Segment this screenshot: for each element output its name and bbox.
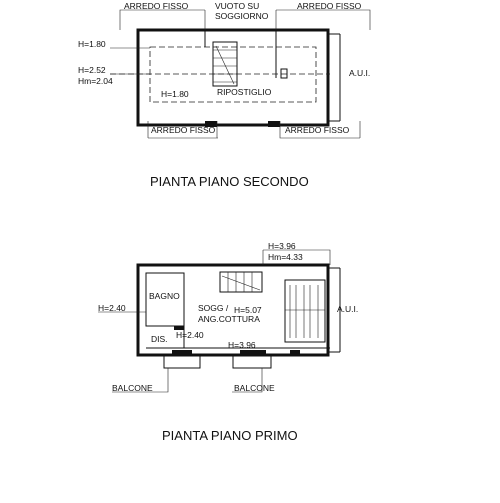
label-arredo-fisso-top-left: ARREDO FISSO (124, 1, 189, 11)
first-floor-opening-left (172, 350, 192, 356)
second-floor-partitions (204, 30, 277, 78)
first-floor-leader-lines (98, 249, 331, 393)
first-floor-opening-door (290, 350, 300, 356)
label-arredo-fisso-bottom-left: ARREDO FISSO (151, 125, 216, 135)
label-hm-4-33: Hm=4.33 (268, 252, 303, 262)
plan-first-floor: H=3.96 Hm=4.33 BAGNO H=2.40 SOGG / ANG.C… (98, 241, 358, 443)
label-soggiorno: SOGGIORNO (215, 11, 269, 21)
second-floor-fixture (280, 68, 288, 79)
first-floor-outer-wall (136, 263, 330, 357)
label-arredo-fisso-bottom-right: ARREDO FISSO (285, 125, 350, 135)
first-floor-right-panel (284, 279, 326, 343)
second-floor-outer-wall (136, 28, 330, 127)
second-floor-leader-lines (110, 9, 371, 139)
label-balcone-right: BALCONE (234, 383, 275, 393)
plan-second-floor: ARREDO FISSO VUOTO SU SOGGIORNO ARREDO F… (78, 1, 371, 189)
label-ripostiglio: RIPOSTIGLIO (217, 87, 272, 97)
second-floor-wall-marker-right (268, 121, 280, 127)
second-floor-neighbour-outline (328, 33, 341, 122)
label-h-2-52: H=2.52 (78, 65, 106, 75)
first-floor-main-partition (146, 273, 330, 349)
label-aui-first: A.U.I. (337, 304, 358, 314)
label-dis: DIS. (151, 334, 168, 344)
label-h-3-96-bottom: H=3.96 (228, 340, 256, 350)
label-h-1-80-top: H=1.80 (78, 39, 106, 49)
second-floor-stair-void (212, 41, 238, 87)
label-ang-cottura: ANG.COTTURA (198, 314, 260, 324)
label-aui-second: A.U.I. (349, 68, 370, 78)
first-floor-balcony-left (163, 355, 201, 369)
first-floor-stair (219, 271, 263, 293)
label-balcone-left: BALCONE (112, 383, 153, 393)
label-sogg: SOGG / (198, 303, 229, 313)
label-vuoto-su: VUOTO SU (215, 1, 259, 11)
first-floor-balcony-right (232, 355, 272, 369)
label-arredo-fisso-top-right: ARREDO FISSO (297, 1, 362, 11)
label-h-2-40-left: H=2.40 (98, 303, 126, 313)
label-bagno: BAGNO (149, 291, 180, 301)
second-floor-wall-marker-left (205, 121, 217, 127)
first-floor-opening-dis (174, 326, 184, 330)
label-h-3-96-top: H=3.96 (268, 241, 296, 251)
first-floor-neighbour-outline (328, 267, 341, 353)
title-pianta-piano-primo: PIANTA PIANO PRIMO (162, 428, 298, 443)
first-floor-opening-right (240, 350, 266, 356)
title-pianta-piano-secondo: PIANTA PIANO SECONDO (150, 174, 309, 189)
label-hm-2-04: Hm=2.04 (78, 76, 113, 86)
second-floor-dashed-frame (149, 46, 317, 103)
label-h-2-40-dis: H=2.40 (176, 330, 204, 340)
label-h-1-80-bottom: H=1.80 (161, 89, 189, 99)
label-h-5-07: H=5.07 (234, 305, 262, 315)
